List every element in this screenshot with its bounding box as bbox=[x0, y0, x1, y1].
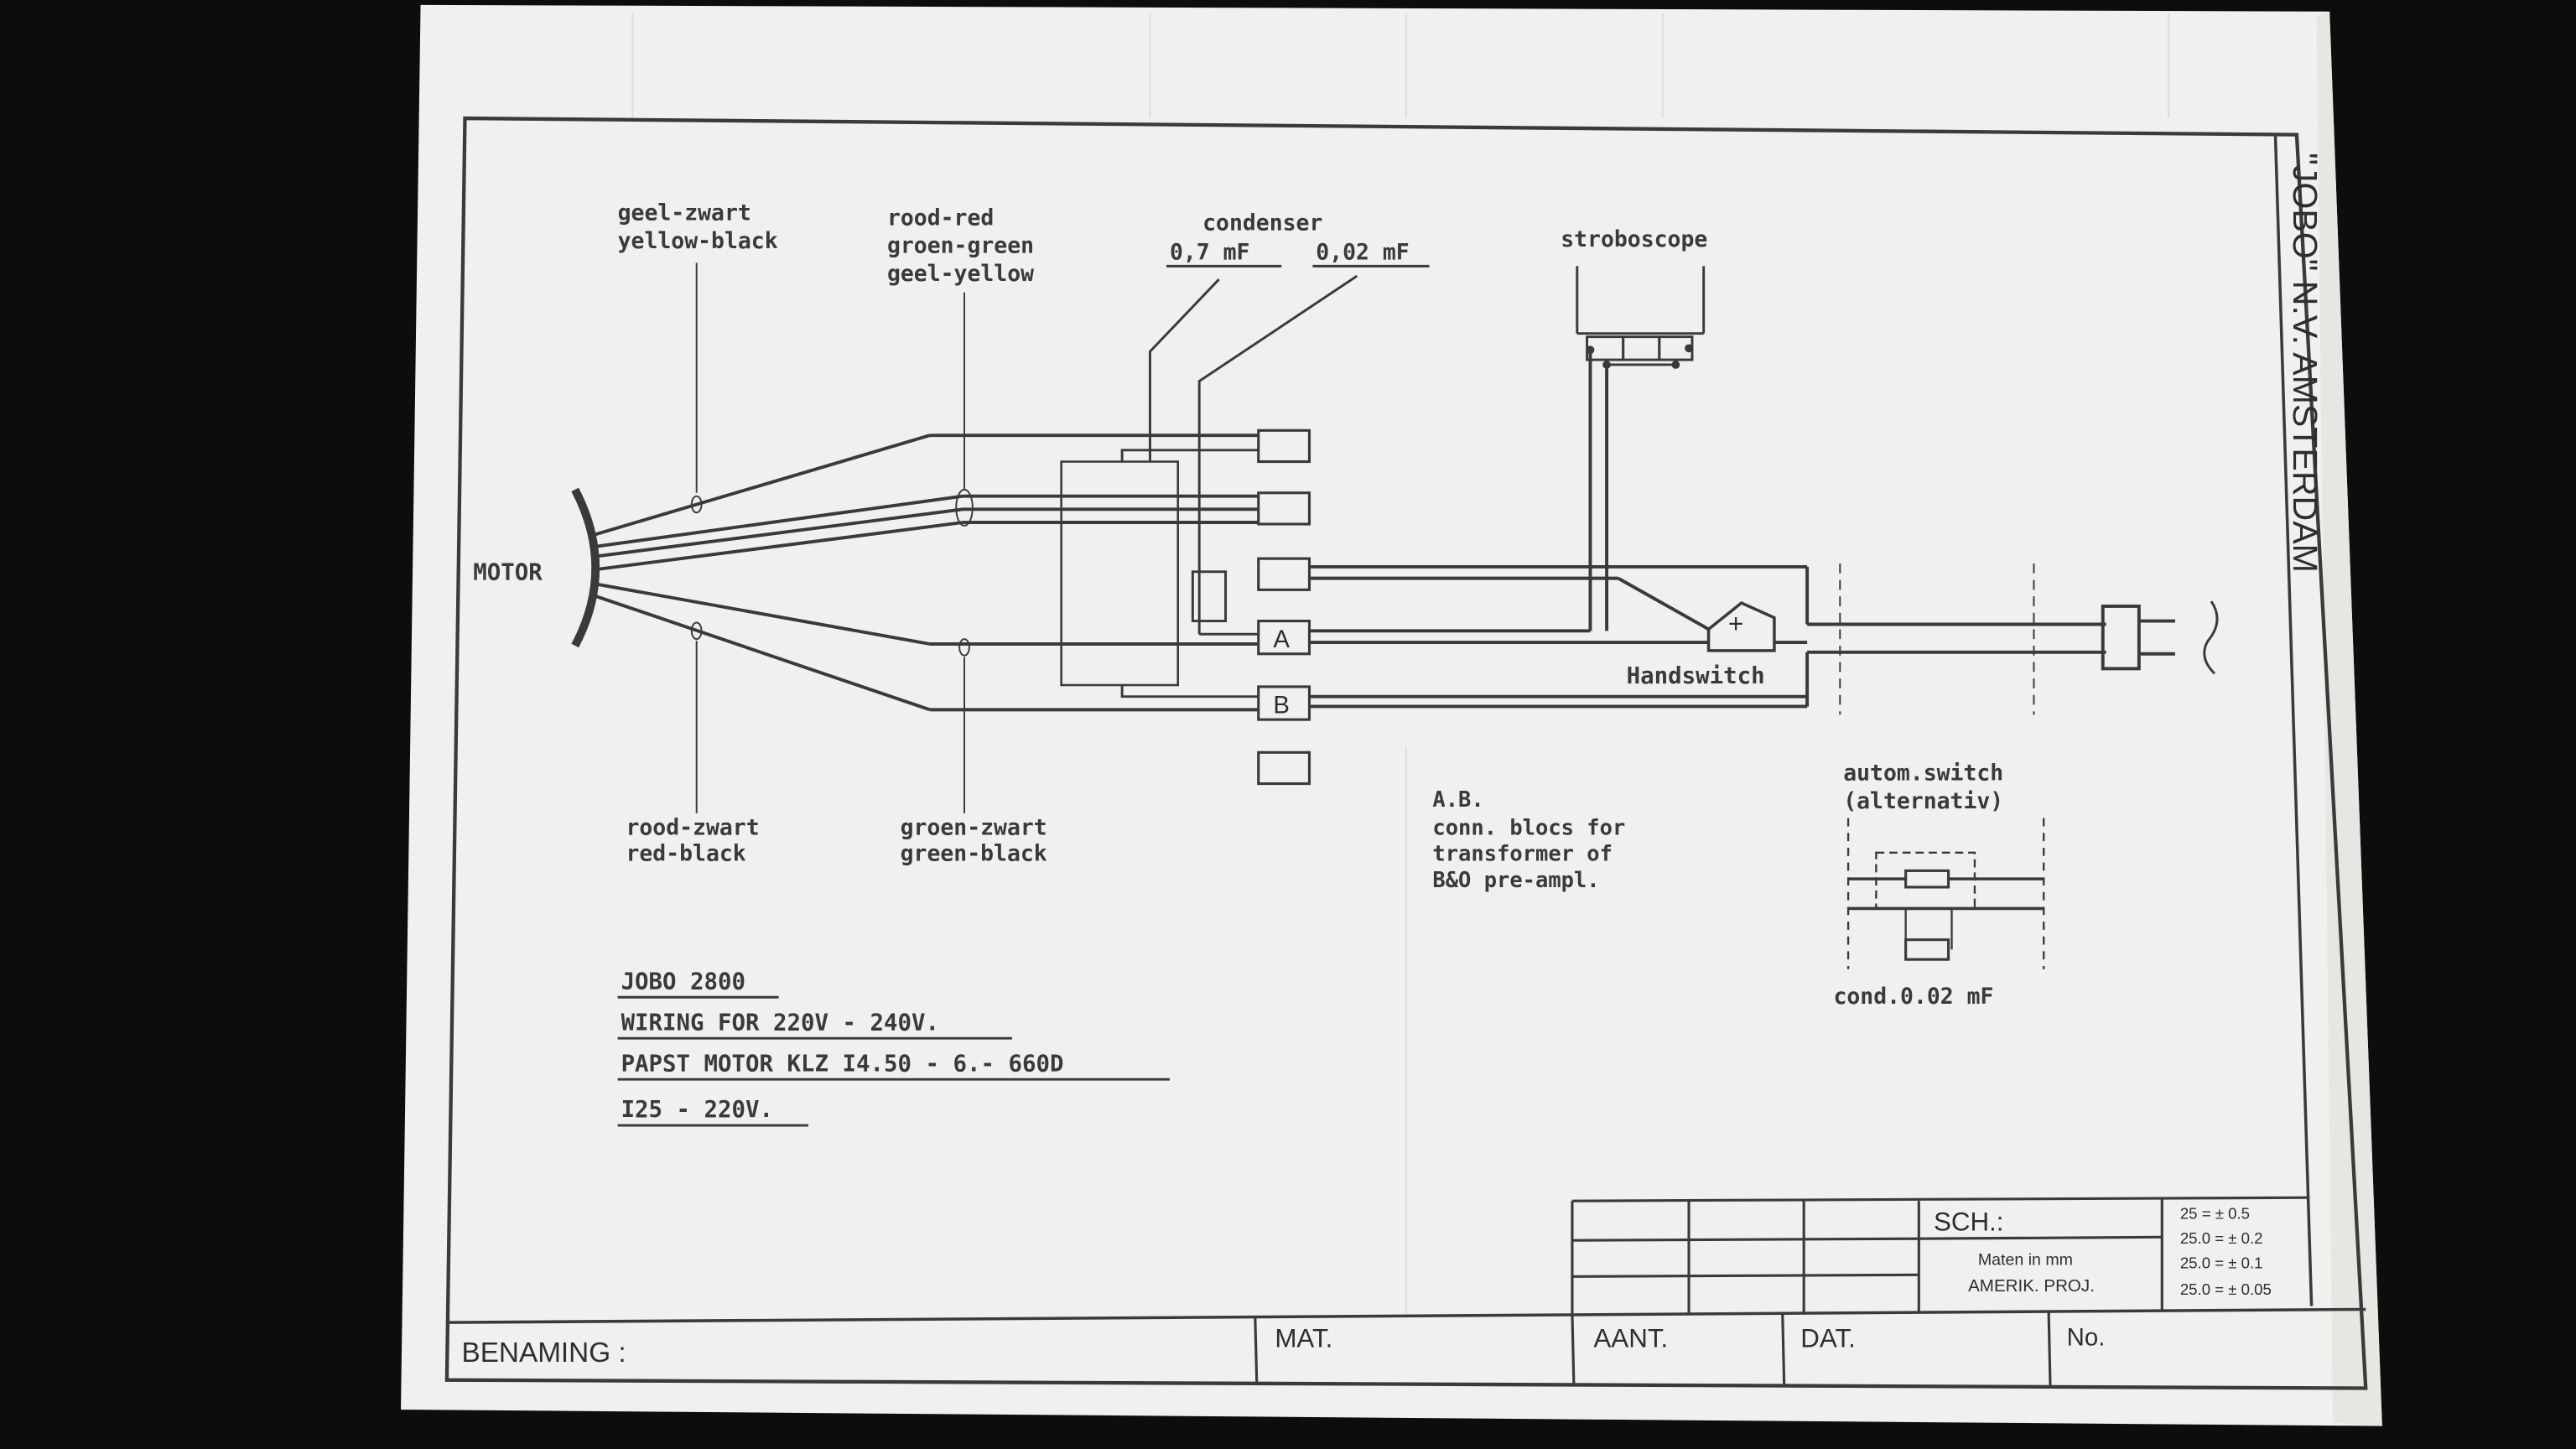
autom-switch-alt-label: (alternativ) bbox=[1843, 788, 2003, 814]
label-green-black: green-black bbox=[901, 841, 1047, 867]
amerik-label: AMERIK. PROJ. bbox=[1968, 1276, 2095, 1296]
autom-cond-label: cond.0.02 mF bbox=[1833, 984, 1993, 1010]
label-yellow-black: yellow-black bbox=[618, 228, 778, 254]
mat-label: MAT. bbox=[1275, 1324, 1332, 1353]
title-row-top bbox=[446, 1307, 2366, 1324]
cable-break-marks bbox=[1839, 564, 2035, 715]
note-line-4: B&O pre-ampl. bbox=[1432, 868, 1599, 893]
label-red-black: red-black bbox=[626, 841, 745, 867]
stroboscope-symbol bbox=[1576, 266, 1706, 366]
label-groen-green: groen-green bbox=[887, 233, 1034, 259]
right-wiring bbox=[1309, 353, 2106, 709]
block-b-label: B bbox=[1273, 691, 1290, 719]
handswitch-plus: + bbox=[1728, 609, 1743, 638]
terminal-block-3 bbox=[1257, 557, 1311, 591]
fold-lines bbox=[631, 13, 2170, 1315]
note-line-3: transformer of bbox=[1432, 842, 1613, 867]
model-note-3: PAPST MOTOR KLZ I4.50 - 6.- 660D bbox=[621, 1051, 1064, 1077]
label-rood-zwart: rood-zwart bbox=[626, 814, 759, 840]
tolerance-3: 25.0 = ± 0.1 bbox=[2180, 1254, 2263, 1271]
paper-sheet bbox=[401, 4, 2382, 1426]
tolerance-1: 25 = ± 0.5 bbox=[2180, 1205, 2250, 1223]
autom-switch-symbol bbox=[1846, 818, 2045, 969]
dat-label: DAT. bbox=[1800, 1324, 1856, 1353]
stroboscope-label: stroboscope bbox=[1561, 226, 1707, 252]
stroboscope-terminals bbox=[1586, 344, 1693, 369]
label-geel-yellow: geel-yellow bbox=[887, 261, 1034, 287]
mains-plug bbox=[2101, 604, 2141, 671]
paper-shadow bbox=[2316, 11, 2382, 1426]
handswitch-symbol bbox=[1706, 600, 1776, 652]
handswitch-label: Handswitch bbox=[1627, 663, 1765, 689]
maten-label: Maten in mm bbox=[1978, 1251, 2073, 1270]
aant-label: AANT. bbox=[1593, 1324, 1668, 1353]
no-label: No. bbox=[2067, 1324, 2106, 1352]
motor-label: MOTOR bbox=[473, 560, 543, 586]
tolerance-table: 25 = ± 0.5 25.0 = ± 0.2 25.0 = ± 0.1 25.… bbox=[2180, 1205, 2272, 1298]
frame-inner-right bbox=[2273, 134, 2314, 1306]
cap2-label: 0,02 mF bbox=[1316, 240, 1409, 266]
note-line-2: conn. blocs for bbox=[1432, 815, 1625, 840]
block-a-label: A bbox=[1273, 626, 1290, 653]
plug-break-symbol bbox=[2203, 600, 2219, 675]
tolerance-4: 25.0 = ± 0.05 bbox=[2180, 1280, 2272, 1298]
terminal-block-b bbox=[1257, 685, 1311, 721]
tolerance-2: 25.0 = ± 0.2 bbox=[2180, 1229, 2263, 1247]
motor-wires bbox=[590, 434, 1259, 712]
drawing-frame bbox=[444, 116, 2368, 1390]
label-rood-red: rood-red bbox=[887, 205, 994, 231]
benaming-label: BENAMING : bbox=[462, 1337, 626, 1368]
model-note-4: I25 - 220V. bbox=[621, 1097, 774, 1123]
model-note-underlines bbox=[617, 995, 1170, 1127]
small-capacitor bbox=[1191, 570, 1228, 623]
title-row-dividers bbox=[1254, 1311, 2052, 1387]
label-groen-zwart: groen-zwart bbox=[901, 814, 1047, 840]
leader-lines bbox=[695, 262, 966, 813]
model-note-2: WIRING FOR 220V - 240V. bbox=[621, 1010, 940, 1036]
condenser-label: condenser bbox=[1202, 210, 1322, 236]
terminal-block-1 bbox=[1257, 428, 1311, 464]
condenser-wiring bbox=[1120, 274, 1358, 699]
plug-pins bbox=[2138, 619, 2175, 656]
note-line-1: A.B. bbox=[1432, 787, 1483, 813]
terminal-block-a bbox=[1257, 620, 1311, 656]
cap1-label: 0,7 mF bbox=[1170, 240, 1250, 266]
label-geel-zwart: geel-zwart bbox=[618, 200, 751, 226]
company-name: "JOBO" N.V. AMSTERDAM bbox=[2286, 153, 2324, 573]
model-note-1: JOBO 2800 bbox=[621, 969, 746, 995]
terminal-block-2 bbox=[1257, 491, 1311, 526]
terminal-block-spare bbox=[1257, 750, 1311, 786]
sch-label: SCH.: bbox=[1934, 1207, 2004, 1236]
condenser-box bbox=[1060, 460, 1180, 687]
terminal-blocks bbox=[1257, 428, 1311, 786]
revision-grid bbox=[1571, 1196, 2309, 1315]
autom-switch-label: autom.switch bbox=[1843, 761, 2003, 787]
